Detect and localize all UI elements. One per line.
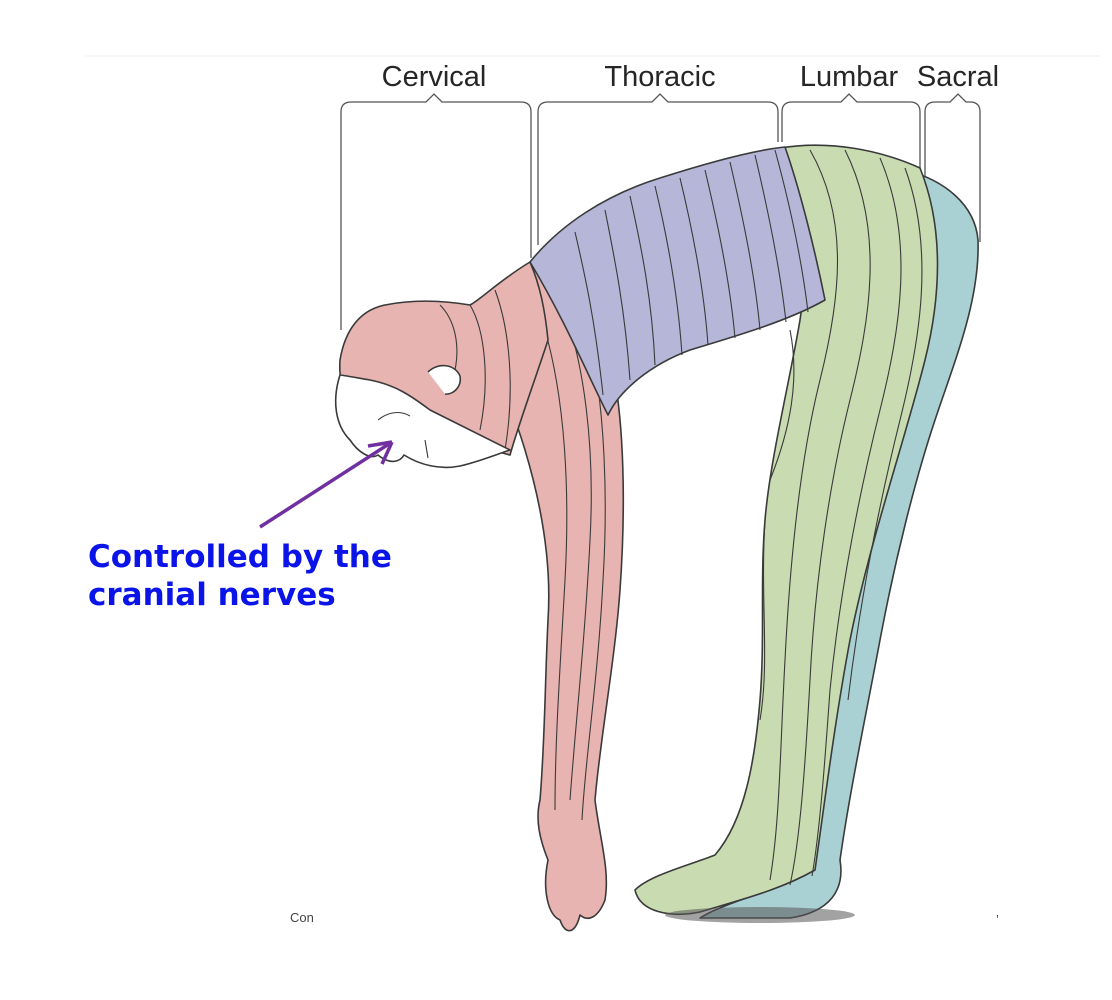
ear xyxy=(427,364,462,395)
leg-seg-line xyxy=(769,149,839,881)
leg-seg-line xyxy=(759,519,766,721)
arm-seg-line xyxy=(544,329,568,811)
thoracic-seg-lines xyxy=(574,149,809,396)
callout-arrow xyxy=(259,440,394,529)
eye-line xyxy=(377,411,411,421)
cranial-nerves-callout: Controlled by the cranial nerves xyxy=(88,538,392,614)
brace-sacral xyxy=(924,93,981,242)
label-sacral: Sacral xyxy=(917,61,999,93)
leg-seg-line xyxy=(789,149,871,886)
mouth-line xyxy=(424,439,429,459)
label-thoracic: Thoracic xyxy=(604,61,715,93)
brace-cervical xyxy=(340,93,532,330)
label-lumbar: Lumbar xyxy=(800,61,899,93)
dermatome-thoracic-trunk xyxy=(529,146,826,416)
arm-seg-line xyxy=(559,299,592,801)
leg-seg-line xyxy=(769,329,795,481)
leg-seg-line xyxy=(811,157,902,877)
label-cervical: Cervical xyxy=(382,61,487,93)
cropped-text-right: ’ xyxy=(996,912,999,927)
callout-line-2: cranial nerves xyxy=(88,577,336,613)
brace-thoracic xyxy=(537,93,779,245)
arm-seg-line xyxy=(581,339,606,821)
neck-seg-line xyxy=(439,304,458,371)
neck-seg-line xyxy=(469,304,486,431)
cropped-text-left: Con xyxy=(290,910,314,925)
floor-shadow xyxy=(665,907,855,923)
leg-seg-line xyxy=(847,167,923,701)
callout-line-1: Controlled by the xyxy=(88,539,392,575)
dermatome-cervical-arm xyxy=(469,264,625,932)
brace-lumbar xyxy=(781,93,921,172)
neck-seg-line xyxy=(494,289,511,451)
